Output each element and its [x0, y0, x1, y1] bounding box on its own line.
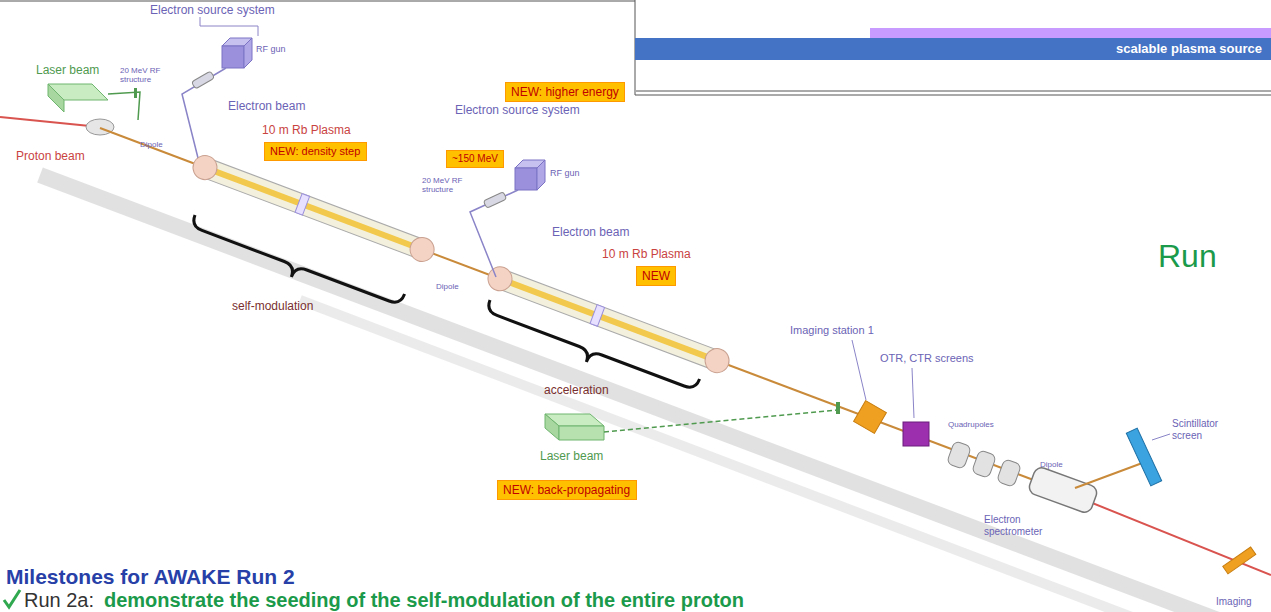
new-tag: NEW: higher energy — [505, 82, 625, 102]
floor-shadow — [40, 175, 1271, 612]
floor-shadow — [300, 300, 1271, 612]
table-rule — [0, 1, 635, 2]
otr-ctr-screens — [903, 422, 929, 446]
beam-label: Electron beam — [552, 226, 629, 240]
new-tag: NEW — [636, 266, 676, 286]
electron-beam-line — [182, 68, 226, 166]
section-label: acceleration — [544, 384, 609, 398]
laser-mirror — [836, 402, 840, 414]
table-rule — [635, 95, 1271, 96]
spectrometer-dipole — [1027, 466, 1099, 515]
part-label: Imaging — [1216, 596, 1252, 608]
section-label: self-modulation — [232, 300, 313, 314]
plasma-label: 10 m Rb Plasma — [602, 248, 691, 262]
leader-line — [852, 340, 866, 400]
node-text: scalable plasma source — [1116, 41, 1262, 56]
part-label: RF gun — [550, 168, 580, 178]
energy-tag: ~150 MeV — [446, 150, 504, 168]
rf-gun-cube — [244, 38, 252, 68]
laser-line — [604, 410, 838, 432]
milestone-label: Run 2a: — [24, 589, 94, 611]
rf-gun-cube — [222, 46, 244, 68]
part-label: Imaging station 1 — [790, 324, 874, 337]
leader-line — [912, 368, 914, 418]
node-text: NEW: higher energy — [511, 85, 619, 99]
plasma-label: 10 m Rb Plasma — [262, 124, 351, 138]
leader-line — [200, 17, 258, 36]
part-label: Dipole — [436, 282, 459, 291]
bracket — [482, 300, 700, 401]
scintillator-screen — [1126, 428, 1161, 486]
part-label: Electron source system — [150, 4, 275, 18]
part-label: Electron spectrometer — [984, 514, 1054, 537]
beam-label: Proton beam — [16, 150, 85, 164]
part-label: Quadrupoles — [948, 420, 994, 429]
plasma-cell — [190, 152, 438, 265]
part-label: Scintillator screen — [1172, 418, 1228, 441]
laser-mirror — [134, 88, 137, 98]
table-band: scalable plasma source — [635, 38, 1271, 60]
part-label: Electron source system — [455, 104, 580, 118]
rf-gun-cube — [537, 160, 545, 190]
part-label: Dipole — [1040, 460, 1063, 469]
laser-box — [48, 84, 64, 112]
table-band — [870, 28, 1271, 38]
new-tag: NEW: density step — [264, 142, 367, 161]
node-text: NEW — [642, 269, 670, 283]
node-text: ~150 MeV — [452, 153, 498, 164]
node-text: NEW: back-propagating — [503, 483, 630, 497]
laser-label: Laser beam — [36, 64, 99, 78]
part-label: OTR, CTR screens — [880, 352, 974, 365]
rf-structure — [483, 192, 506, 209]
plasma-cell — [485, 263, 733, 376]
slide-title: Milestones for AWAKE Run 2 — [6, 566, 295, 588]
part-label: Dipole — [140, 140, 163, 149]
laser-box — [545, 414, 559, 440]
slide-heading: Run — [1158, 238, 1217, 275]
imaging-station — [854, 401, 887, 434]
quadrupoles — [946, 441, 1021, 488]
imaging-plate — [1223, 547, 1256, 574]
laser-box — [559, 426, 604, 440]
bracket — [187, 215, 405, 316]
beamline — [100, 128, 1060, 490]
milestone-text: demonstrate the seeding of the self-modu… — [104, 589, 744, 611]
part-label: RF gun — [256, 44, 286, 54]
part-label: 20 MeV RF structure — [120, 66, 166, 84]
part-label: 20 MeV RF structure — [422, 176, 468, 194]
rf-gun-cube — [515, 168, 537, 190]
new-tag: NEW: back-propagating — [497, 480, 637, 500]
node-text: NEW: density step — [270, 145, 360, 157]
proton-beam — [0, 117, 100, 127]
electron-line — [1075, 462, 1145, 488]
beam-label: Electron beam — [228, 100, 305, 114]
check-mark — [4, 590, 20, 607]
rf-structure — [191, 71, 214, 89]
electron-beam-line — [470, 190, 518, 277]
laser-label: Laser beam — [540, 450, 603, 464]
table-rule — [636, 91, 1271, 92]
leader-line — [1152, 434, 1170, 440]
